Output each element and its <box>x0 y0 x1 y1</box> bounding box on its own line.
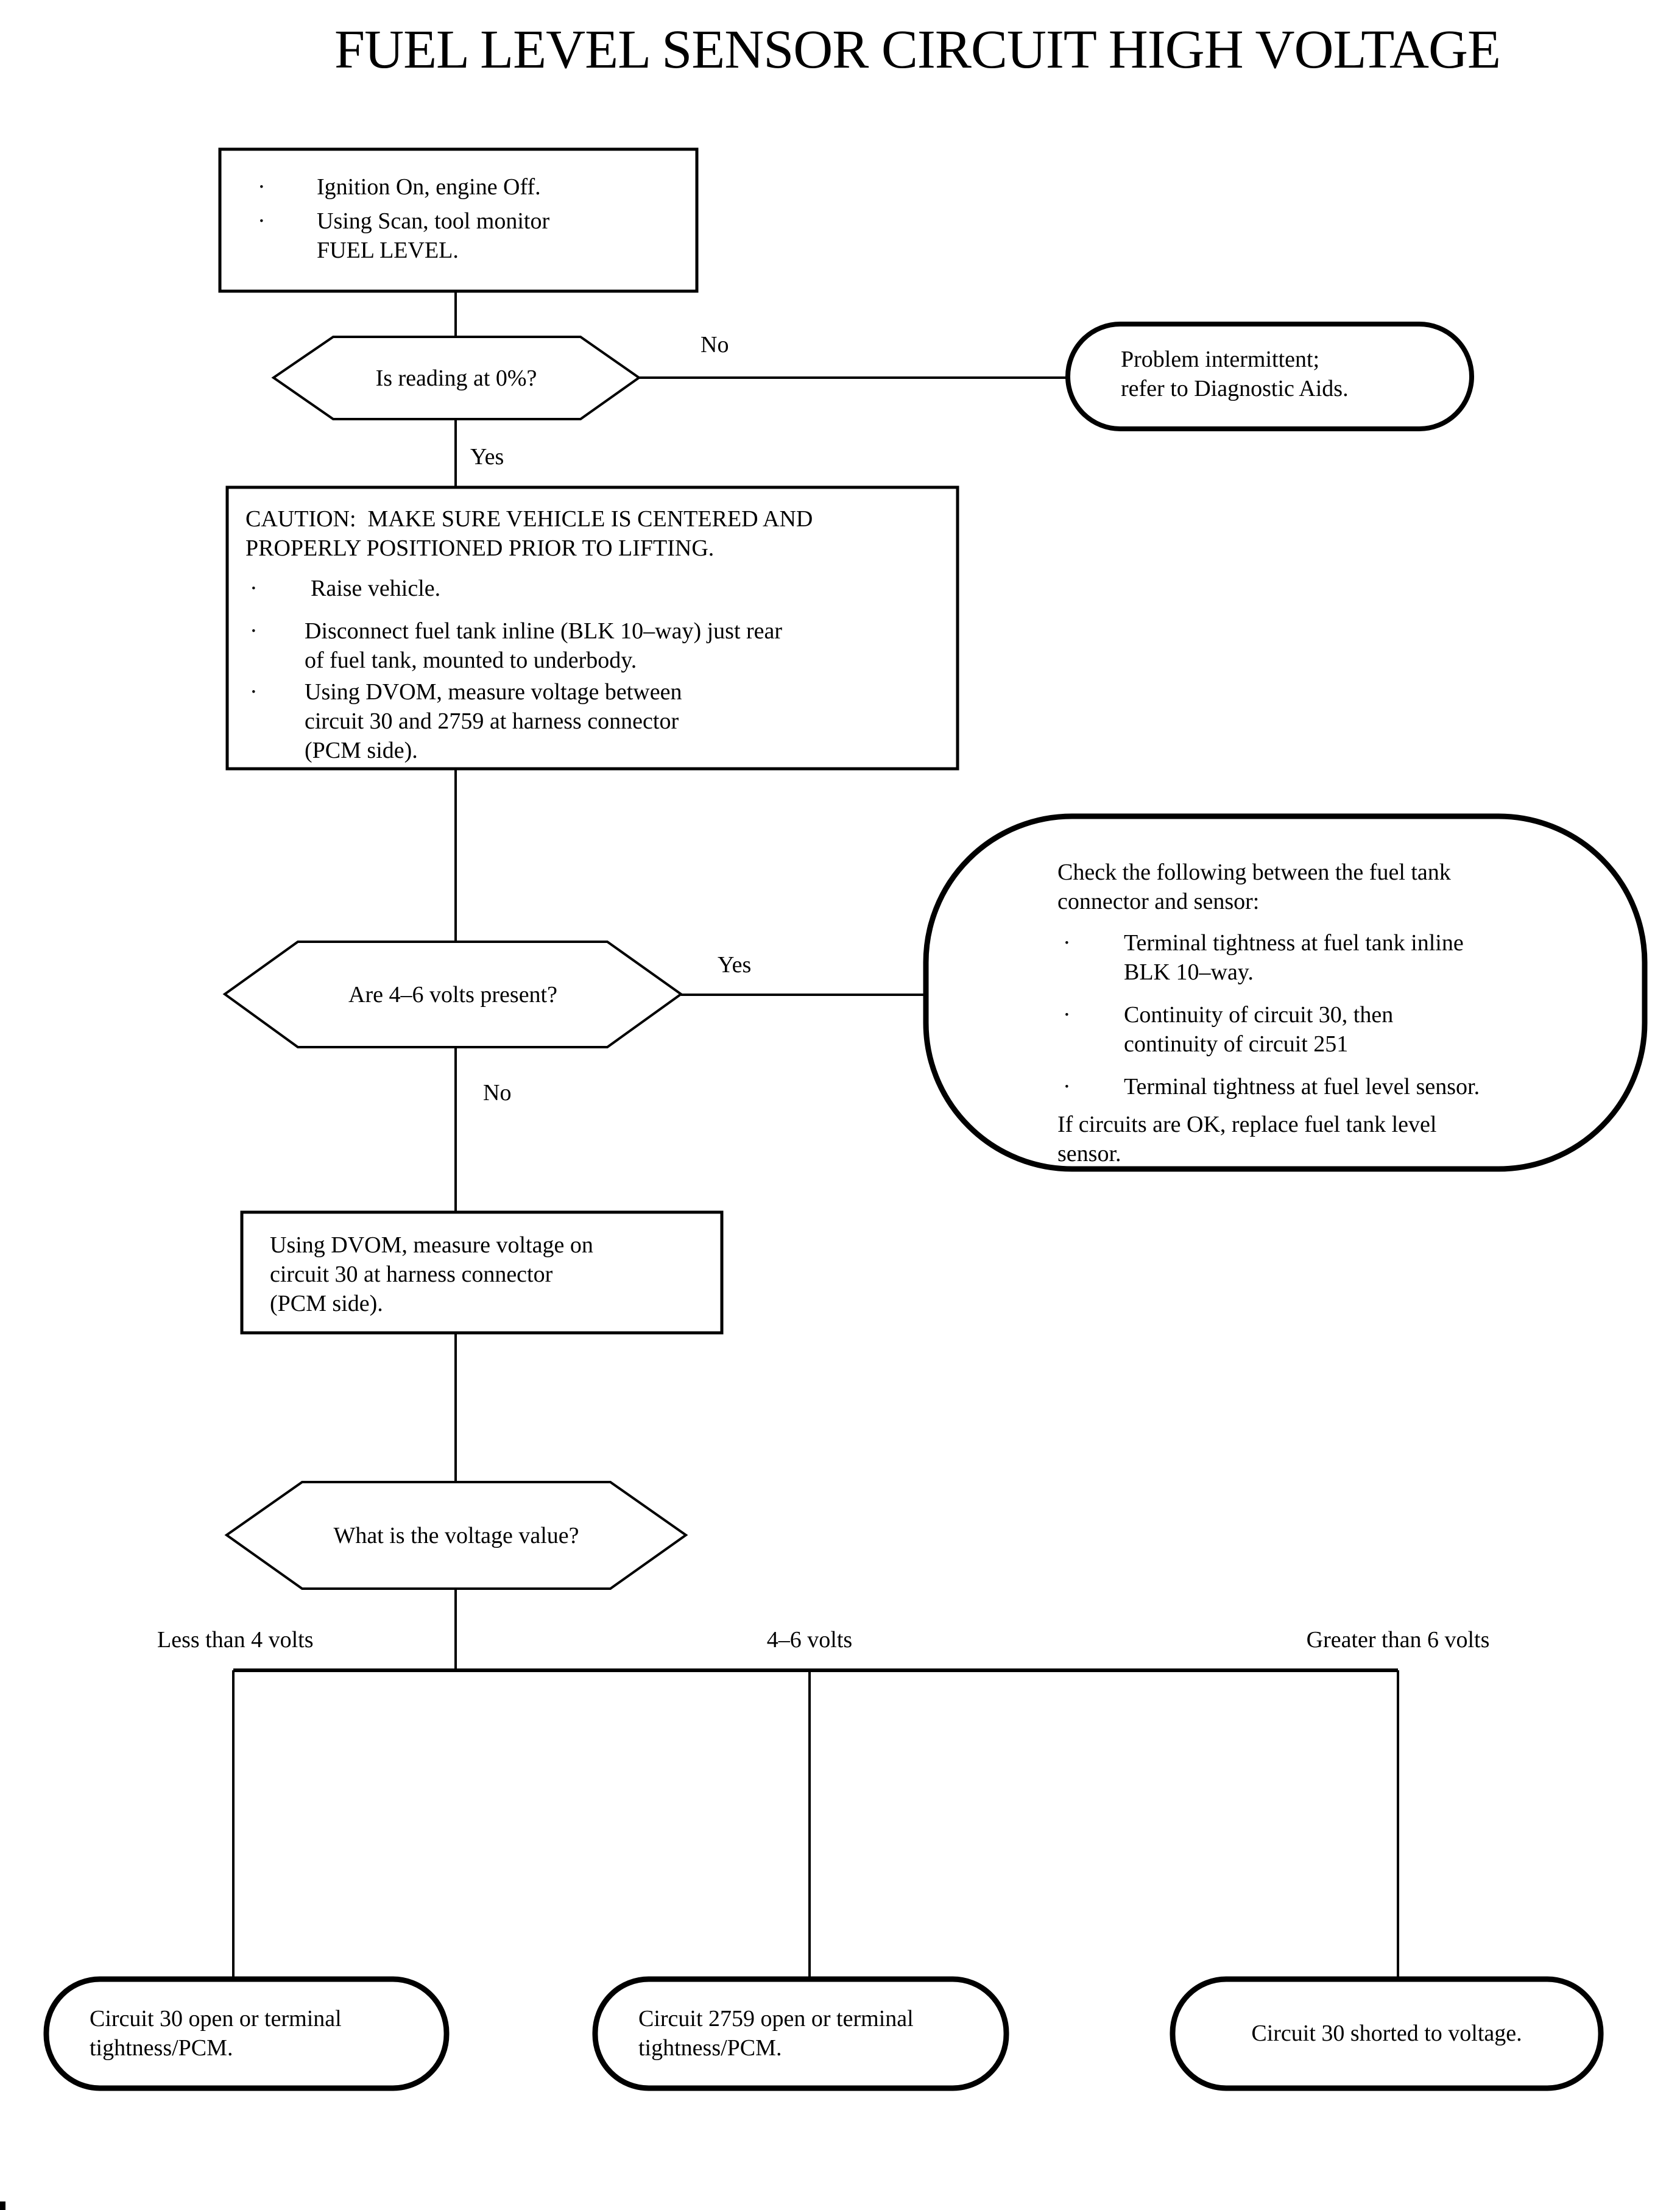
result-mid-shape <box>592 1976 1009 2091</box>
bullet-dot: · <box>258 208 266 234</box>
branch-label-less-than-4: Less than 4 volts <box>157 1627 314 1653</box>
start-item-2-line-1: Using Scan, tool monitor <box>317 208 550 234</box>
check-item-3-line-1: Terminal tightness at fuel level sensor. <box>1124 1074 1480 1100</box>
check-item-2-line-2: continuity of circuit 251 <box>1124 1031 1349 1057</box>
check-item-1-line-1: Terminal tightness at fuel tank inline <box>1124 930 1464 956</box>
bullet-dot: · <box>250 618 258 644</box>
caution-box-shape <box>225 485 959 771</box>
decision-reading-shape <box>271 336 641 420</box>
page-title: FUEL LEVEL SENSOR CIRCUIT HIGH VOLTAGE <box>334 19 1501 80</box>
caution-item-3-line-3: (PCM side). <box>305 738 418 763</box>
start-item-1: Ignition On, engine Off. <box>317 174 541 200</box>
result-right-line-1: Circuit 30 shorted to voltage. <box>1251 2021 1522 2046</box>
bullet-dot: · <box>1063 1074 1071 1100</box>
measure-line-3: (PCM side). <box>270 1291 383 1316</box>
check-bubble-shape <box>923 813 1648 1172</box>
start-item-2-line-2: FUEL LEVEL. <box>317 238 459 263</box>
bullet-dot: · <box>258 174 266 200</box>
result-left-line-1: Circuit 30 open or terminal <box>90 2006 342 2032</box>
branch-label-greater-than-6: Greater than 6 volts <box>1306 1627 1490 1653</box>
check-intro-line-2: connector and sensor: <box>1057 889 1260 914</box>
caution-heading-line-1: CAUTION: MAKE SURE VEHICLE IS CENTERED A… <box>245 506 813 532</box>
bullet-dot: · <box>1063 930 1071 956</box>
scan-artifact <box>0 2201 5 2210</box>
decision-reading-label: Is reading at 0%? <box>375 365 537 391</box>
decision-value-shape <box>224 1481 688 1590</box>
branch-label-4-6: 4–6 volts <box>766 1627 853 1653</box>
result-mid-line-1: Circuit 2759 open or terminal <box>638 2006 914 2032</box>
caution-heading-line-2: PROPERLY POSITIONED PRIOR TO LIFTING. <box>245 535 715 561</box>
measure-line-1: Using DVOM, measure voltage on <box>270 1232 593 1258</box>
caution-item-1: Raise vehicle. <box>311 576 441 601</box>
check-outro-line-2: sensor. <box>1057 1141 1121 1167</box>
caution-item-3-line-1: Using DVOM, measure voltage between <box>305 679 682 705</box>
check-intro-line-1: Check the following between the fuel tan… <box>1057 860 1451 885</box>
caution-item-3-line-2: circuit 30 and 2759 at harness connector <box>305 708 679 734</box>
measure-line-2: circuit 30 at harness connector <box>270 1262 553 1287</box>
result-mid-line-2: tightness/PCM. <box>638 2035 782 2061</box>
problem-bubble-shape <box>1065 322 1474 431</box>
yes-label-1: Yes <box>470 444 504 470</box>
problem-line-2: refer to Diagnostic Aids. <box>1121 376 1349 401</box>
caution-item-2-line-2: of fuel tank, mounted to underbody. <box>305 648 637 673</box>
result-left-line-2: tightness/PCM. <box>90 2035 233 2061</box>
result-left-shape <box>43 1976 450 2091</box>
no-label-2: No <box>483 1080 512 1106</box>
decision-volts-shape <box>222 941 683 1048</box>
result-right-shape <box>1170 1976 1604 2091</box>
bullet-dot: · <box>1063 1002 1071 1028</box>
start-box-shape <box>218 147 699 293</box>
check-item-1-line-2: BLK 10–way. <box>1124 959 1254 985</box>
check-outro-line-1: If circuits are OK, replace fuel tank le… <box>1057 1112 1437 1137</box>
decision-value-label: What is the voltage value? <box>333 1522 579 1548</box>
bullet-dot: · <box>250 576 258 601</box>
decision-volts-label: Are 4–6 volts present? <box>348 981 557 1008</box>
no-label-1: No <box>701 332 729 358</box>
problem-line-1: Problem intermittent; <box>1121 347 1320 372</box>
yes-label-2: Yes <box>718 952 752 978</box>
bullet-dot: · <box>250 679 258 705</box>
connector-lines <box>232 291 1399 1982</box>
measure-box-shape <box>240 1210 724 1335</box>
check-item-2-line-1: Continuity of circuit 30, then <box>1124 1002 1394 1028</box>
caution-item-2-line-1: Disconnect fuel tank inline (BLK 10–way)… <box>305 618 783 644</box>
